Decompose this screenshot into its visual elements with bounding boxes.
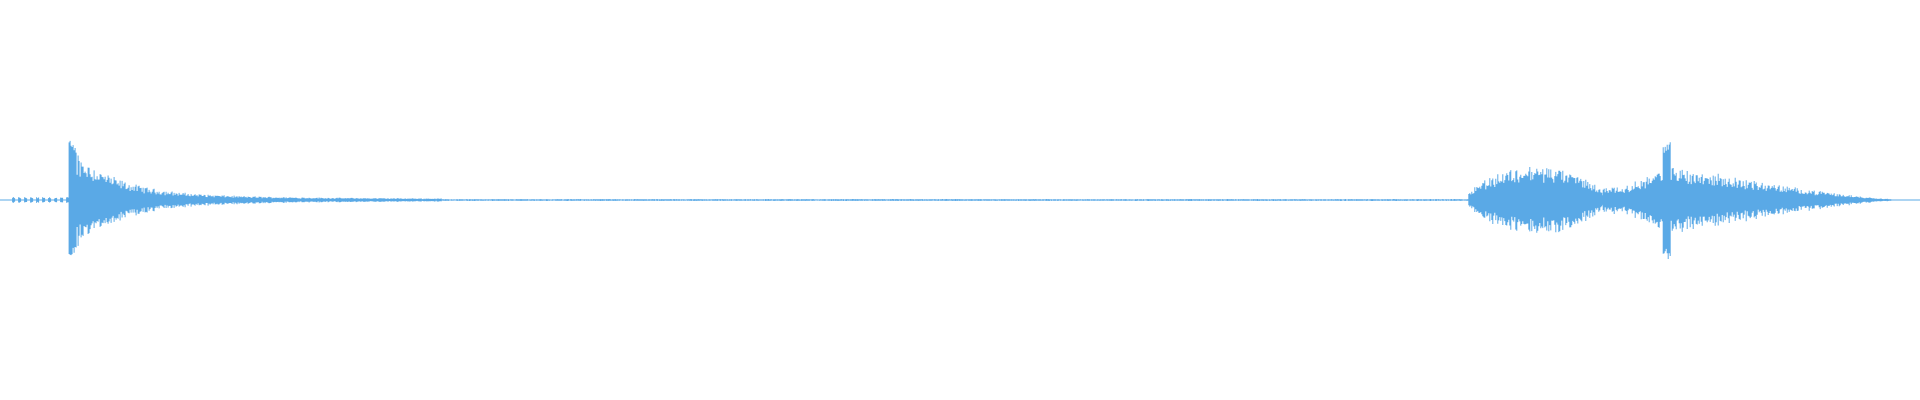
waveform-samples [12,140,1892,259]
waveform-path [12,140,1892,259]
